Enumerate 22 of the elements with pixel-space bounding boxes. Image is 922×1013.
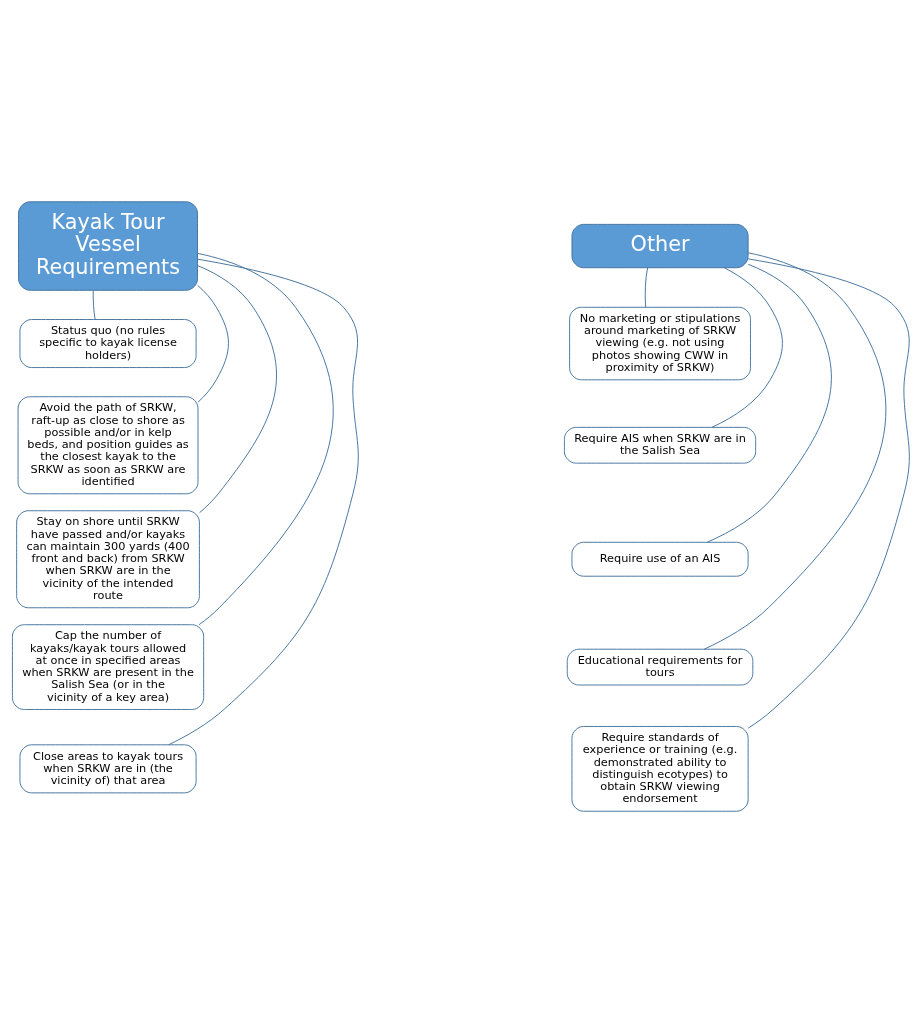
node-box: Require AIS when SRKW are in the Salish Sea xyxy=(563,426,757,464)
node-box: Educational requirements for tours xyxy=(566,648,754,686)
connector xyxy=(706,263,832,543)
connector xyxy=(168,258,359,746)
node-box: No marketing or stipulations around marketing of SRKW viewing (e.g. not using photos showing CWW in proximity of SRKW) xyxy=(569,306,751,381)
node-box: Close areas to kayak tours when SRKW are in (the vicinity of) that area xyxy=(19,744,197,794)
node-box: Kayak Tour Vessel Requirements xyxy=(18,201,198,291)
connector xyxy=(92,290,96,320)
connector xyxy=(703,252,887,650)
connector xyxy=(197,265,277,514)
connector xyxy=(197,285,229,403)
node-box: Other xyxy=(571,223,749,269)
connector xyxy=(197,252,334,626)
connector xyxy=(711,267,783,428)
node-box: Stay on shore until SRKW have passed and/or kayaks can maintain 300 yards (400 front and back) from SRKW when SRKW are in the vicinity of the intended route xyxy=(16,510,200,609)
connector xyxy=(747,258,910,729)
node-box: Avoid the path of SRKW, raft-up as close to shore as possible and/or in kelp beds, and position guides as the closest kayak to the SRKW as soon as SRKW are identified xyxy=(17,396,199,495)
node-box: Require use of an AIS xyxy=(571,541,749,577)
node-box: Cap the number of kayaks/kayak tours allowed at once in specified areas when SRKW are present in the Salish Sea (or in the vicinity of a key area) xyxy=(11,624,205,710)
connector xyxy=(644,267,649,308)
node-box: Require standards of experience or training (e.g. demonstrated ability to distinguish ecotypes) to obtain SRKW viewing endorsement xyxy=(571,726,749,812)
node-box: Status quo (no rules specific to kayak license holders) xyxy=(19,319,197,369)
